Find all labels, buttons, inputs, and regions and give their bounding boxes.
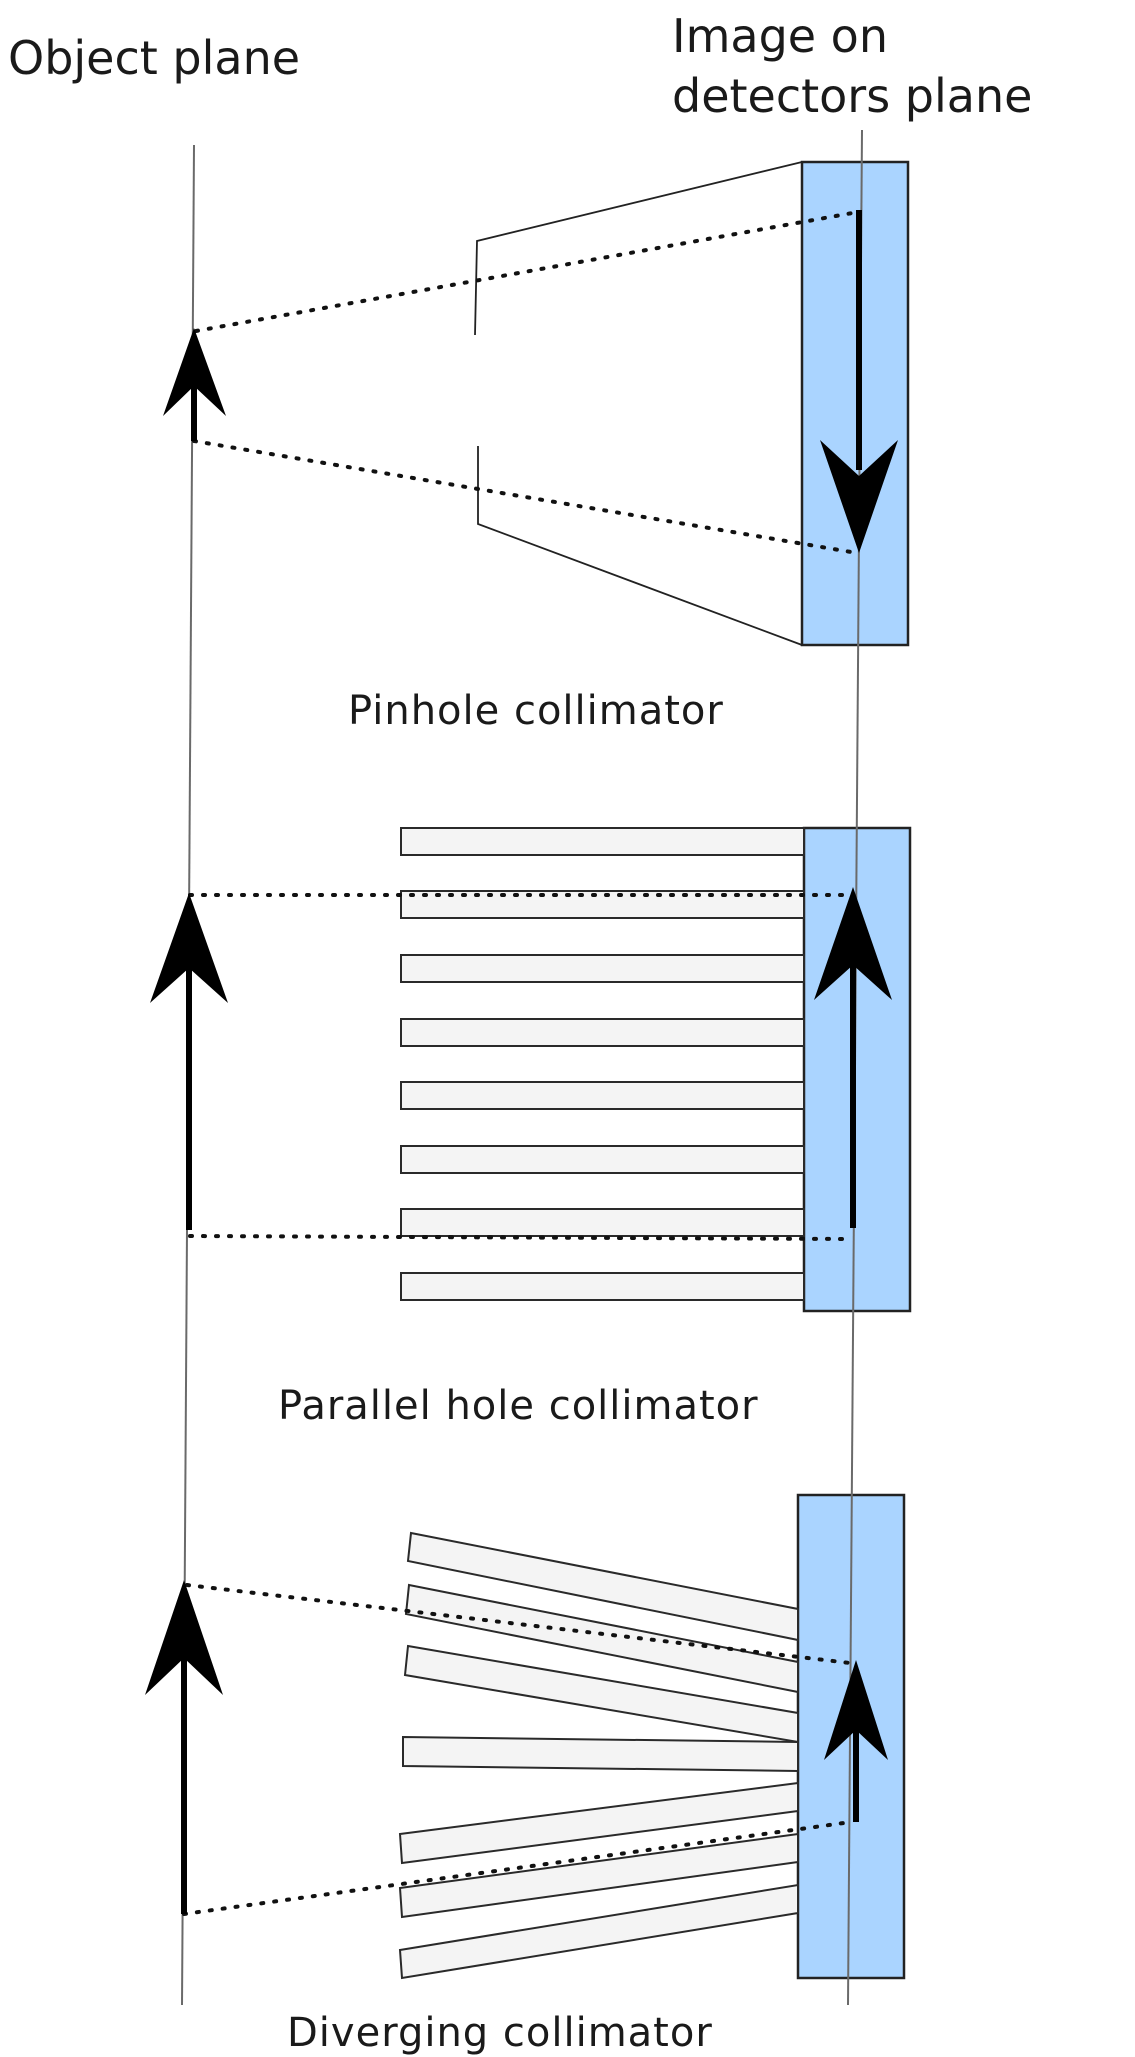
parallel-image-arrowhead [814, 887, 892, 1000]
parallel-object-arrowhead [150, 893, 228, 1003]
collimator-septum [398, 1781, 799, 1865]
collimator-septum [400, 1018, 805, 1047]
diverging-object-arrowhead [145, 1580, 223, 1695]
parallel-hole-collimator [400, 827, 805, 1301]
pinhole-ray-top [194, 210, 860, 333]
image-plane-label-line1: Image on [672, 9, 888, 63]
diverging-collimator-label: Diverging collimator [287, 2010, 713, 2056]
pinhole-image-arrowhead [820, 440, 898, 553]
object-plane-label: Object plane [8, 31, 300, 85]
pinhole-upper-wall [474, 161, 803, 336]
detector-panel-pinhole [800, 160, 910, 647]
collimator-septum [400, 954, 805, 983]
collimator-septum [400, 1272, 805, 1301]
pinhole-ray-bottom [192, 439, 859, 555]
pinhole-collimator-label: Pinhole collimator [348, 688, 724, 734]
pinhole-lower-wall [477, 446, 803, 646]
collimator-septum [400, 827, 805, 856]
parallel-ray-bottom [188, 1234, 850, 1241]
collimator-septum [400, 1208, 805, 1237]
diverging-collimator [398, 1531, 799, 1980]
collimator-septum [398, 1832, 799, 1919]
pinhole-object-arrowhead [163, 328, 226, 416]
diverging-ray-bottom [182, 1820, 853, 1916]
parallel-hole-collimator-label: Parallel hole collimator [278, 1383, 759, 1429]
collimator-septum [406, 1531, 799, 1642]
collimator-septum [404, 1583, 799, 1694]
diverging-image-arrowhead [824, 1660, 888, 1760]
collimator-septum [402, 1735, 799, 1773]
collimator-septum [400, 1145, 805, 1174]
image-plane-label-line2: detectors plane [672, 69, 1032, 123]
pinhole-collimator [474, 161, 803, 646]
collimator-septum [400, 1081, 805, 1110]
collimator-septum [398, 1883, 799, 1980]
